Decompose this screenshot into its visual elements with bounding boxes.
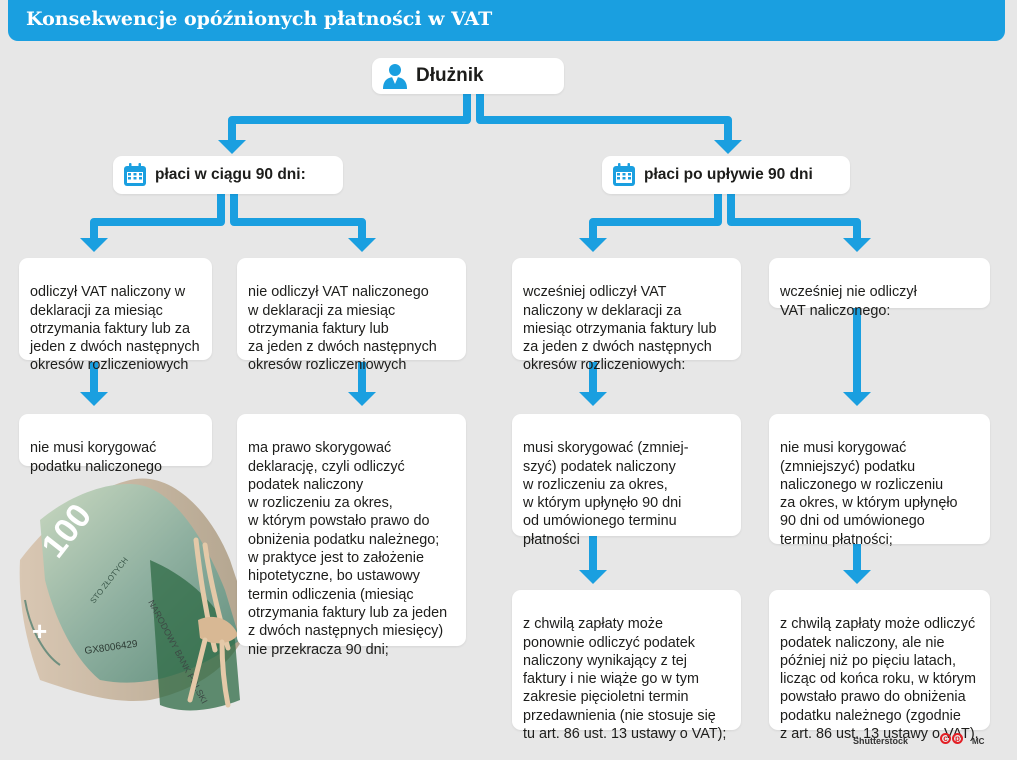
- followup-text: z chwilą zapłaty może ponownie odliczyć …: [523, 616, 727, 743]
- connector-left-1: [90, 192, 225, 240]
- branch-label: płaci w ciągu 90 dni:: [155, 166, 306, 183]
- followup-text: z chwilą zapłaty może odliczyć podatek n…: [780, 616, 979, 743]
- calendar-icon: [124, 163, 146, 186]
- connector-right-2: [727, 192, 861, 240]
- arrowhead: [714, 140, 742, 154]
- outcome-text: musi skorygować (zmniej- szyć) podatek n…: [523, 440, 689, 548]
- calendar-icon: [613, 163, 635, 186]
- branch-within-90-days: płaci w ciągu 90 dni:: [113, 156, 343, 194]
- followup-box-1: z chwilą zapłaty może ponownie odliczyć …: [512, 590, 741, 742]
- branch-after-90-days: płaci po upływie 90 dni: [602, 156, 850, 194]
- outcome-text: nie musi korygować podatku naliczonego: [30, 440, 163, 475]
- outcome-text: ma prawo skorygować deklarację, czyli od…: [248, 440, 448, 658]
- condition-text: odliczył VAT naliczony w deklaracji za m…: [30, 284, 200, 374]
- condition-box-1: odliczył VAT naliczony w deklaracji za m…: [19, 258, 212, 373]
- arrowhead: [348, 238, 376, 252]
- page-title: Konsekwencje opóźnionych płatności w VAT: [26, 8, 493, 30]
- header-bar: Konsekwencje opóźnionych płatności w VAT: [8, 0, 1005, 41]
- condition-box-4: wcześniej nie odliczył VAT naliczonego:: [769, 258, 990, 319]
- photo-credit: Shutterstock: [853, 736, 909, 746]
- condition-box-3: wcześniej odliczył VAT naliczony w dekla…: [512, 258, 741, 373]
- connector-root-right: [476, 92, 732, 142]
- condition-text: wcześniej odliczył VAT naliczony w dekla…: [523, 284, 717, 374]
- branch-label: płaci po upływie 90 dni: [644, 166, 813, 183]
- condition-box-2: nie odliczył VAT naliczonego w deklaracj…: [237, 258, 466, 373]
- arrowhead: [218, 140, 246, 154]
- arrowhead: [80, 238, 108, 252]
- arrowhead: [579, 238, 607, 252]
- arrowhead: [843, 570, 871, 584]
- condition-text: wcześniej nie odliczył VAT naliczonego:: [780, 284, 917, 319]
- arrowhead: [348, 392, 376, 406]
- person-icon: [383, 64, 407, 89]
- outcome-box-2: ma prawo skorygować deklarację, czyli od…: [237, 414, 466, 658]
- banknote-cross-icon: +: [32, 616, 47, 646]
- connector-left-2: [230, 192, 366, 240]
- connector-right-1: [589, 192, 722, 240]
- outcome-text: nie musi korygować (zmniejszyć) podatku …: [780, 440, 958, 548]
- arrowhead: [579, 392, 607, 406]
- followup-box-2: z chwilą zapłaty może odliczyć podatek n…: [769, 590, 990, 742]
- root-node: Dłużnik: [372, 58, 564, 94]
- author-credit: MC: [972, 737, 985, 746]
- condition-text: nie odliczył VAT naliczonego w deklaracj…: [248, 284, 437, 374]
- outcome-box-1: nie musi korygować podatku naliczonego: [19, 414, 212, 475]
- root-label: Dłużnik: [416, 65, 484, 86]
- arrowhead: [843, 392, 871, 406]
- arrowhead: [579, 570, 607, 584]
- arrowhead: [843, 238, 871, 252]
- outcome-box-3: musi skorygować (zmniej- szyć) podatek n…: [512, 414, 741, 548]
- arrowhead: [80, 392, 108, 406]
- connector-root-left: [228, 92, 471, 142]
- outcome-box-4: nie musi korygować (zmniejszyć) podatku …: [769, 414, 990, 548]
